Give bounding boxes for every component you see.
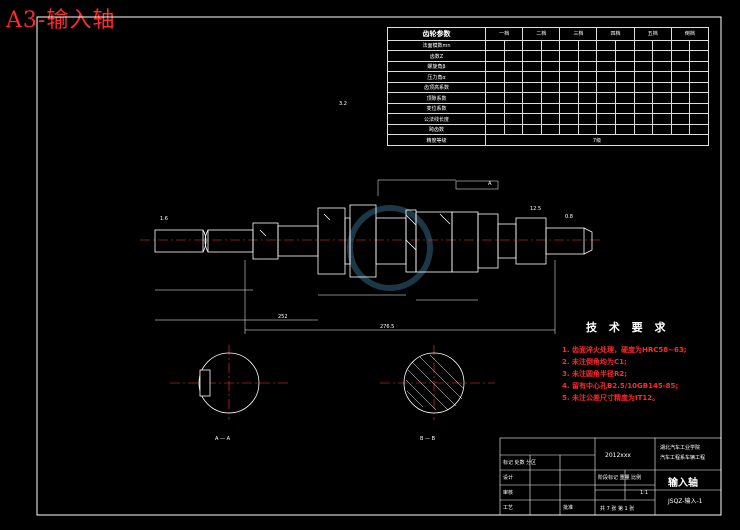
student-id: 2012xxx	[605, 452, 631, 459]
gear-col-1: 一档	[484, 27, 524, 41]
institution-line1: 湖北汽车工业学院	[660, 445, 701, 451]
ra-mark: 0.8	[565, 214, 573, 220]
gear-row-label: 变位系数	[387, 102, 486, 115]
gear-col-6: 倒档	[670, 27, 710, 41]
section-a-a	[170, 345, 290, 420]
ra-mark: 1.6	[160, 216, 168, 222]
gear-row-label: 公法线长度	[387, 113, 486, 125]
ra-mark: 3.2	[339, 101, 347, 107]
design-label: 设计	[503, 475, 514, 481]
part-name: 输入轴	[668, 478, 698, 489]
tech-req-item: 3. 未注圆角半径R2;	[562, 370, 628, 378]
datum-label: A	[488, 181, 492, 187]
process-label: 工艺	[503, 505, 514, 511]
section-b-b	[380, 345, 495, 420]
tech-req-item: 5. 未注公差尺寸精度为IT12。	[562, 394, 660, 402]
sheet-count: 共 7 张 第 1 张	[600, 506, 635, 512]
ra-mark: 12.5	[530, 206, 542, 212]
scale: 1:1	[640, 490, 649, 496]
gear-row-label: 压力角α	[387, 71, 486, 83]
gear-table-title: 齿轮参数	[387, 27, 486, 41]
gear-row-label: 螺旋角β	[387, 60, 486, 73]
gear-row-label: 法面模数mn	[387, 39, 486, 52]
drawing-frame	[36, 16, 722, 516]
marks-label: 标记 处数 分区	[503, 460, 537, 466]
gear-row-label: 齿顶高系数	[387, 81, 486, 94]
gear-col-3: 三档	[559, 27, 598, 41]
gear-col-5: 五档	[633, 27, 672, 41]
gear-row-label: 齿数Z	[387, 50, 486, 62]
gear-parameter-table: 齿轮参数 一档 二档 三档 四档 五档 倒档 法面模数mn 齿数Z 螺旋角β 压…	[387, 27, 710, 146]
drawing-number: JSQZ-输入-1	[668, 498, 703, 505]
overall-length: 276.5	[380, 324, 395, 330]
tech-req-item: 1. 齿面淬火处理，硬度为HRC58~63;	[562, 346, 687, 354]
left-span: 252	[278, 314, 288, 320]
shaft-main-view	[140, 204, 600, 278]
sheet-title: A3-输入轴	[6, 8, 116, 33]
section-b-label: B — B	[420, 436, 436, 442]
gear-precision: 7级	[485, 134, 709, 146]
stage-label: 阶段标记 重量 比例	[598, 475, 642, 481]
title-block	[499, 437, 722, 516]
gear-row-label: 精度等级	[387, 134, 486, 146]
tech-req-item: 2. 未注倒角均为C1;	[562, 358, 627, 366]
watermark-logo	[347, 205, 433, 291]
tech-requirements-title: 技 术 要 求	[586, 321, 670, 334]
tech-req-item: 4. 留有中心孔B2.5/10GB145-85;	[562, 382, 679, 390]
approve-label: 批准	[563, 505, 574, 511]
dimension-lines	[155, 179, 556, 334]
gear-col-4: 四档	[596, 27, 635, 41]
section-a-label: A — A	[215, 436, 231, 442]
check-label: 审核	[503, 490, 514, 496]
gear-row-label: 顶隙系数	[387, 92, 486, 104]
institution-line2: 汽车工程系车辆工程	[660, 455, 706, 461]
gear-row-label: 跨齿数	[387, 123, 486, 136]
gear-col-2: 二档	[522, 27, 561, 41]
